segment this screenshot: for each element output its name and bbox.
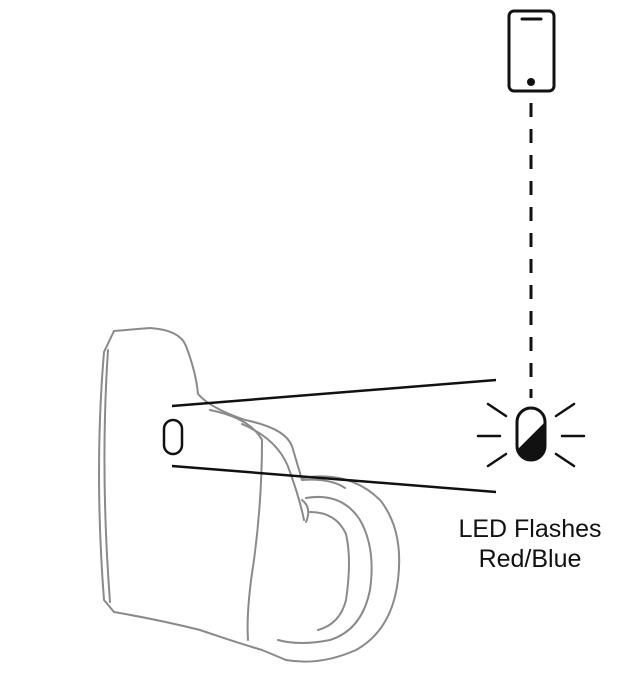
led-indicator-icon <box>515 406 547 462</box>
led-status-caption: LED Flashes Red/Blue <box>430 514 630 574</box>
caption-line-1: LED Flashes <box>458 515 602 543</box>
flash-rays-icon <box>476 402 586 468</box>
callout-lines <box>171 378 497 494</box>
smartphone-icon <box>507 9 556 93</box>
earbud-illustration <box>98 327 401 663</box>
caption-line-2: Red/Blue <box>478 545 582 573</box>
